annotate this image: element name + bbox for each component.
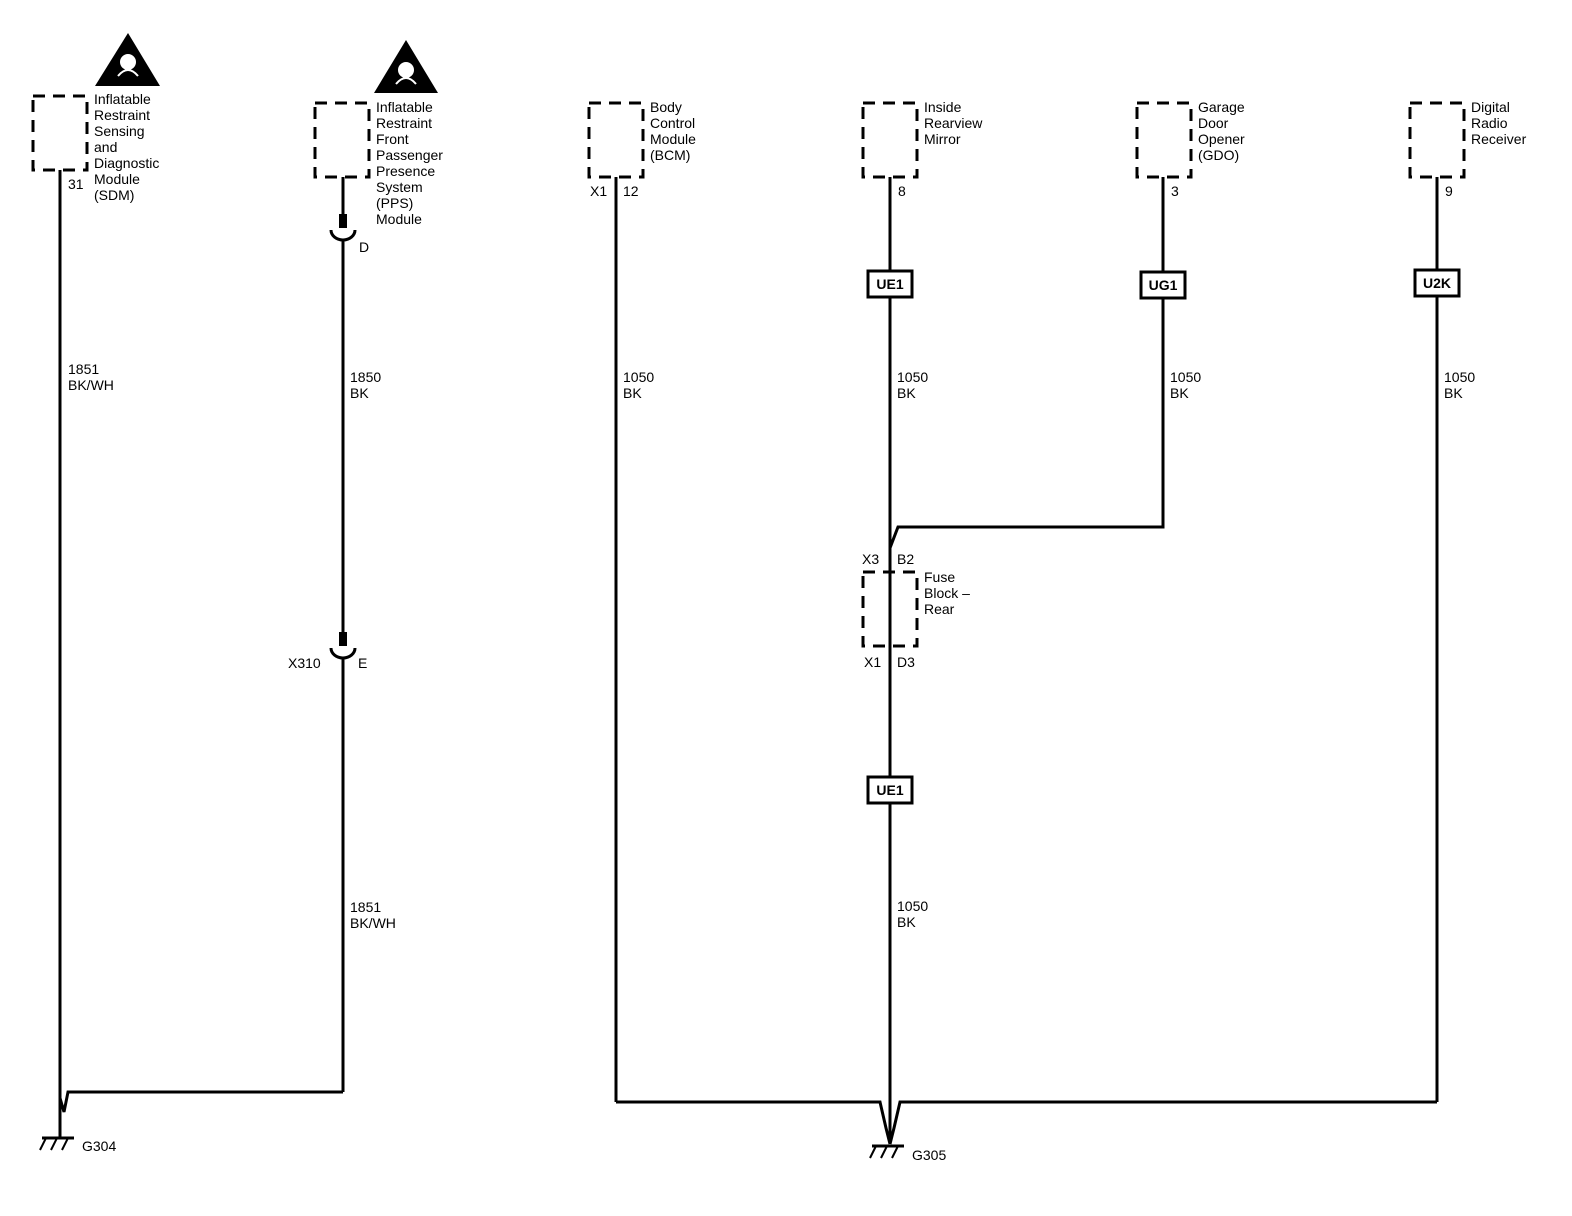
option-tag-ue1-lower <box>866 775 914 805</box>
radio-module-box <box>1408 101 1466 179</box>
sdm-label: Inflatable Restraint Sensing and Diagnos… <box>94 91 163 203</box>
option-tag-u2k-label: U2K <box>1423 275 1451 291</box>
ground-symbol-icon <box>39 1136 74 1151</box>
sdm-module-box <box>31 94 89 172</box>
x310-name: X310 <box>288 655 321 671</box>
fuse-top-connector: X3 <box>862 551 879 567</box>
mirror-label: Inside Rearview Mirror <box>924 99 986 147</box>
option-tag-ue1-lower-label: UE1 <box>876 782 903 798</box>
pps-upper-wire-label: 1850 BK <box>350 369 385 401</box>
option-tag-ue1-upper <box>866 269 914 299</box>
option-tag-ue1-upper-label: UE1 <box>876 276 903 292</box>
sdm-wire-label: 1851 BK/WH <box>68 361 114 393</box>
option-tag-u2k <box>1413 268 1461 298</box>
bcm-label: Body Control Module (BCM) <box>650 99 700 163</box>
fuse-out-wire-label: 1050 BK <box>897 898 932 930</box>
g305-splice-right <box>888 1100 1437 1145</box>
gdo-wire-label: 1050 BK <box>1170 369 1205 401</box>
radio-label: Digital Radio Receiver <box>1471 99 1527 147</box>
gdo-wire <box>888 298 1165 549</box>
gdo-label: Garage Door Opener (GDO) <box>1198 99 1249 163</box>
mirror-pin: 8 <box>898 183 906 199</box>
mirror-wire-label: 1050 BK <box>897 369 932 401</box>
bcm-pin: 12 <box>623 183 639 199</box>
connector-x310-icon <box>329 632 357 660</box>
g305-splice-left <box>616 1100 892 1145</box>
bcm-connector: X1 <box>590 183 607 199</box>
airbag-warning-icon <box>95 33 160 86</box>
pps-connector-pin: D <box>359 239 369 255</box>
pps-module-box <box>313 101 371 179</box>
x310-pin: E <box>358 655 367 671</box>
fuse-bottom-pin: D3 <box>897 654 915 670</box>
gdo-module-box <box>1135 101 1193 179</box>
ground-symbol-icon <box>869 1144 904 1159</box>
fuse-top-pin: B2 <box>897 551 914 567</box>
sdm-pin: 31 <box>68 176 84 192</box>
gdo-pin: 3 <box>1171 183 1179 199</box>
pps-lower-wire-label: 1851 BK/WH <box>350 899 396 931</box>
pps-label: Inflatable Restraint Front Passenger Pre… <box>376 99 447 227</box>
ground-g305-label: G305 <box>912 1147 946 1163</box>
fuse-block-label: Fuse Block – Rear <box>924 569 974 617</box>
mirror-module-box <box>861 101 919 179</box>
g304-splice <box>58 1090 343 1113</box>
connector-d-icon <box>329 214 357 242</box>
bcm-module-box <box>587 101 645 179</box>
airbag-warning-icon <box>374 40 438 93</box>
fuse-bottom-connector: X1 <box>864 654 881 670</box>
option-tag-ug1-label: UG1 <box>1149 277 1178 293</box>
radio-wire-label: 1050 BK <box>1444 369 1479 401</box>
bcm-wire-label: 1050 BK <box>623 369 658 401</box>
ground-g304-label: G304 <box>82 1138 116 1154</box>
radio-pin: 9 <box>1445 183 1453 199</box>
